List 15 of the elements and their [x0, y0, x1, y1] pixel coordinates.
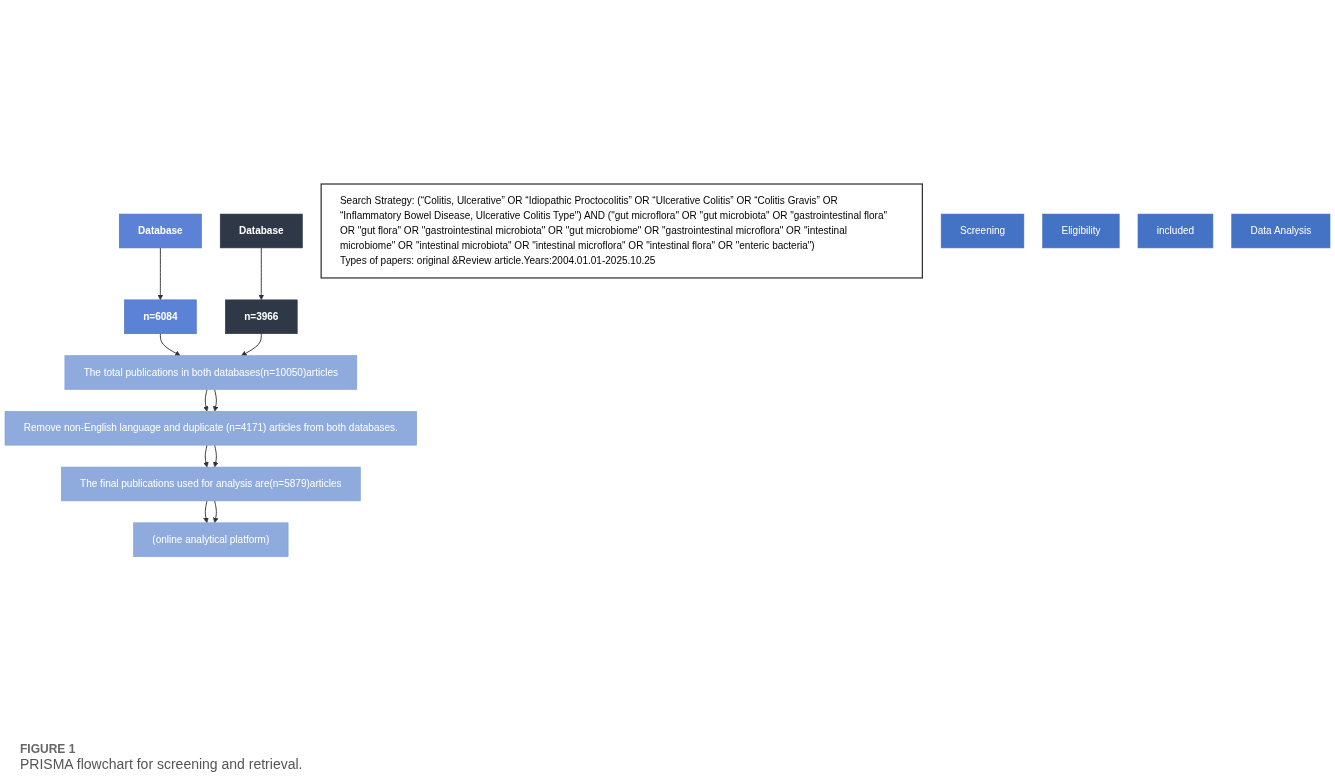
node-box: Screening	[940, 213, 1025, 248]
node-box: Database	[219, 213, 303, 248]
node-box: The total publications in both databases(n=10050)articles	[64, 354, 358, 390]
node-box: Search Strategy: (“Colitis, Ulcerative” OR “Idiopathic Proctocolitis” OR “Ulcerative Colitis” OR “Colitis Gravis” OR “Inflammatory Bowel Disease, Ulcerative Colitis Type") AND ("gut microflora" OR "gut microbiota" OR "gastrointestinal flora" OR "gut flora" OR "gastrointestinal microbiota" OR "gut microbiome" OR "gastrointestinal microflora" OR "intestinal microbiome" OR "intestinal microbiota" OR "intestinal microflora" OR "intestinal flora" OR "enteric bacteria") Types of papers: original &Review article.Years:2004.01.01-2025.10.25	[320, 183, 923, 279]
node-box: included	[1137, 213, 1214, 248]
figure-number: FIGURE 1	[20, 742, 77, 756]
node-box: (online analytical platform)	[133, 522, 289, 557]
node-box: The final publications used for analysis are(n=5879)articles	[60, 466, 361, 501]
caption: PRISMA flowchart for screening and retrieval.	[20, 756, 304, 772]
node-box: Data Analysis	[1231, 213, 1331, 248]
node-box: n=6084	[124, 299, 197, 334]
node-box: Database	[118, 213, 202, 248]
node-box: Remove non-English language and duplicate (n=4171) articles from both databases.	[4, 410, 417, 446]
node-box: n=3966	[225, 299, 298, 334]
node-box: Eligibility	[1042, 213, 1120, 248]
